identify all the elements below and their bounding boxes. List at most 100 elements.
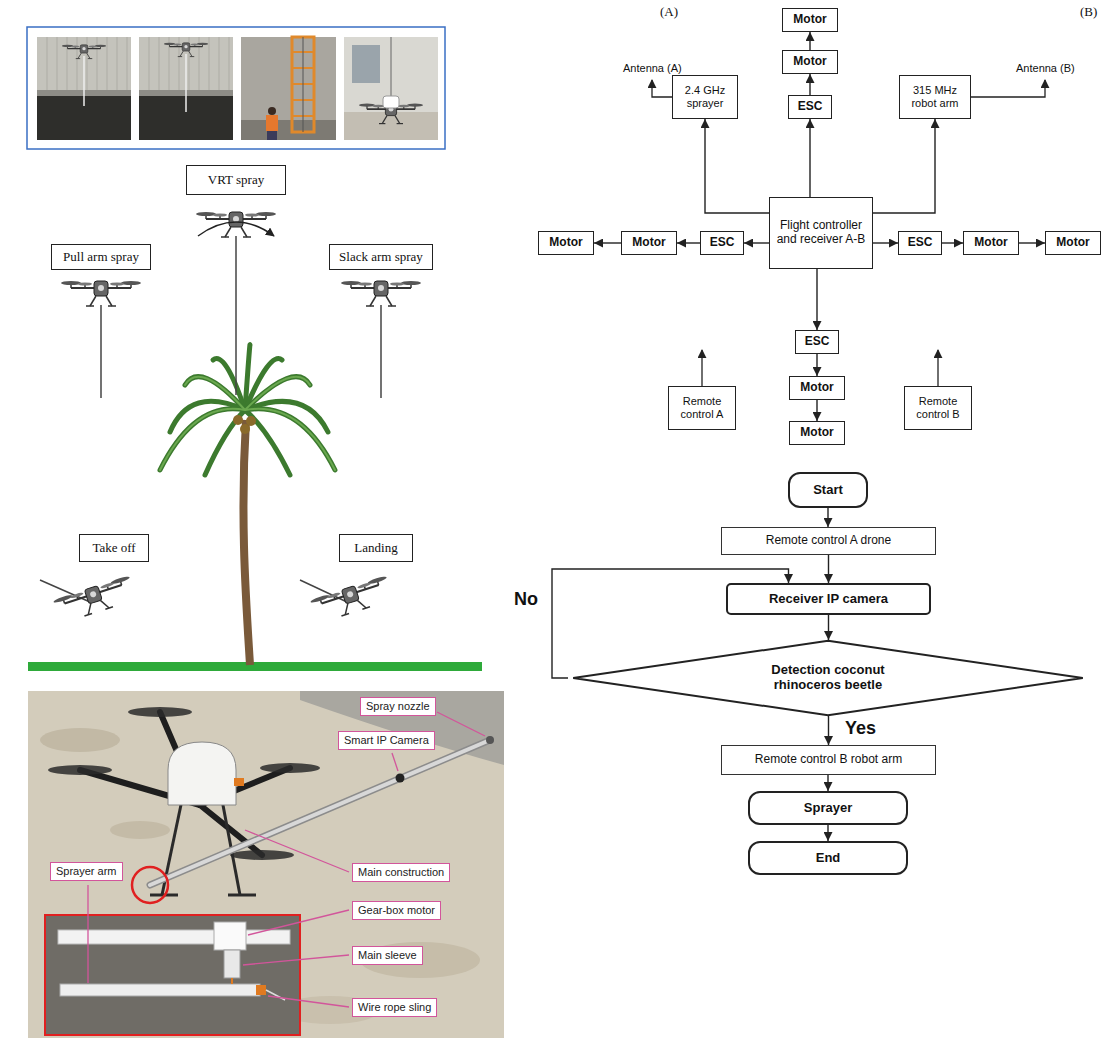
terminal-box: Start [788,472,868,508]
drone-photo [231,978,233,984]
node-text: Flight controller and receiver A-B [774,219,868,247]
node-text: Remote control A [673,395,731,420]
photo-strip [149,37,229,90]
motor-box: Motor [963,231,1019,255]
leader-line [268,996,349,1007]
node-text: Gear-box motor [358,904,435,917]
part-callout: Gear-box motor [352,901,441,920]
drone-photo [396,774,405,783]
node-text: Spray nozzle [366,700,430,713]
flow-arrow [828,615,829,640]
flight-path-scene [61,281,141,306]
node-text: Main construction [358,866,444,879]
node-text: Motor [1050,236,1096,250]
decision-diamond: Detection coconut rhinoceros beetle [568,640,1088,716]
phase-box: Take off [79,534,149,562]
drone-photo [260,763,320,773]
flight-path-scene [341,281,421,306]
edge-label: No [512,589,540,610]
process-box: Receiver IP camera [726,583,931,615]
esc-box: ESC [898,231,942,255]
node-text: Remote control B [909,395,967,420]
photo-strip [185,54,187,112]
drone-photo [150,740,490,885]
node-text: Detection coconut rhinoceros beetle [753,663,903,693]
leader-line [87,885,88,983]
drone-photo [228,894,256,897]
drone-photo [128,707,192,717]
phase-box: Pull arm spray [51,244,151,270]
drone-photo [150,740,490,885]
esc-box: ESC [795,330,839,354]
signal-arrow [937,350,938,386]
node-text: Main sleeve [358,949,417,962]
node-text: Landing [346,541,406,556]
node-text: Motor [794,426,840,440]
drone-photo [60,984,260,996]
motor-box: Motor [1045,231,1101,255]
leader-line [248,910,349,935]
flow-arrow [705,119,769,213]
node-text: Motor [543,236,589,250]
flight-path-scene [198,222,274,236]
node-text: Receiver IP camera [736,592,921,607]
photo-strip [383,96,399,108]
node-text: Remote control B robot arm [730,753,927,767]
node-text: Motor [626,236,672,250]
flight-path-scene [245,409,335,470]
esc-box: ESC [700,231,744,255]
motor-box: Motor [538,231,594,255]
node-text: ESC [903,236,937,250]
part-callout: Wire rope sling [352,998,437,1017]
drone-photo [40,728,120,752]
flight-path-scene [235,236,237,395]
photo-strip [241,37,336,140]
flow-arrow [594,242,621,243]
flight-path-scene [246,416,256,426]
signal-arrow [701,350,702,386]
drone-photo [214,922,246,950]
flight-path-scene [53,575,137,623]
photo-strip [352,45,380,83]
photo-strip [62,45,106,59]
node-text: Take off [86,541,142,556]
drone-photo [168,742,236,805]
photo-strip [139,37,233,140]
drone-photo [80,712,290,855]
flight-path-scene [245,410,290,475]
drone-photo [224,950,240,978]
photo-strip [292,37,314,132]
motor-box: Motor [789,421,845,445]
phase-box: Slack arm spray [329,244,433,270]
node-text: Motor [968,236,1014,250]
drone-photo [28,691,504,1038]
phase-box: Landing [339,534,413,562]
terminal-box: End [748,841,908,875]
drone-photo [48,765,112,775]
node-text: ESC [800,335,834,349]
drone-photo [486,736,494,744]
drone-photo [256,985,266,995]
flow-arrow [827,508,828,527]
node-text: Motor [787,55,833,69]
flow-arrow [873,242,898,243]
drone-photo [28,691,504,1038]
part-callout: Spray nozzle [360,697,436,716]
flow-arrow [873,119,935,213]
radio-box: 315 MHz robot arm [899,75,971,119]
flow-arrow [828,555,829,583]
flow-arrow [816,400,817,421]
edge-label: Yes [843,718,878,739]
flow-arrow [809,32,810,50]
node-text: 2.4 GHz sprayer [677,84,733,109]
drone-photo [234,778,244,786]
flow-arrow [828,716,829,745]
node-text: Sprayer arm [56,865,117,878]
flow-arrow [744,242,769,243]
radio-box: 2.4 GHz sprayer [672,75,738,119]
node-text: ESC [705,236,739,250]
part-callout: Sprayer arm [50,862,123,881]
drone-photo [45,915,300,1035]
drone-photo [132,867,168,903]
